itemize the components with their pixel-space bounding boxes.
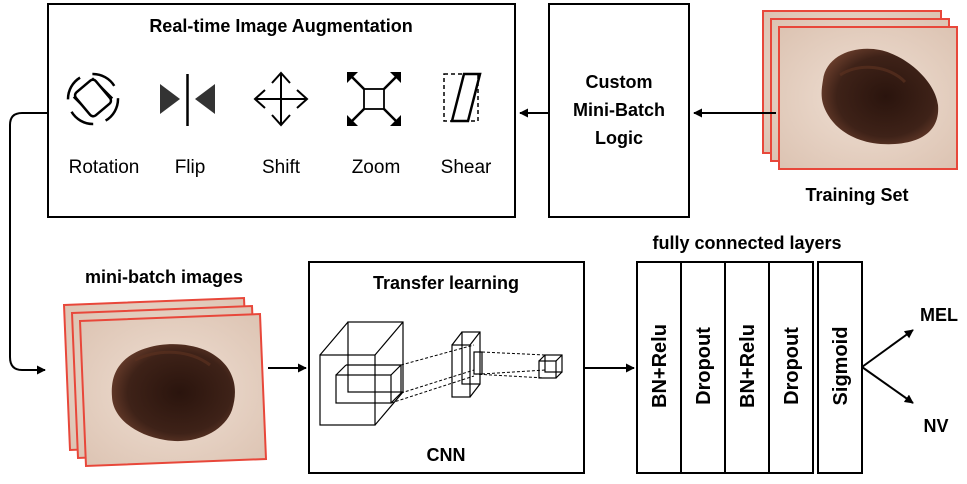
fc-layer-1	[636, 261, 682, 474]
aug-label-flip: Flip	[175, 157, 206, 178]
flip-icon	[160, 74, 215, 126]
minibatch-logic-line-1: Custom	[586, 72, 653, 92]
arrow-to-nv	[861, 366, 914, 404]
output-nv: NV	[923, 416, 948, 436]
cnn-illustration	[319, 321, 563, 426]
arrow-to-mel	[861, 329, 914, 368]
shift-icon	[253, 71, 309, 127]
sigmoid-label: Sigmoid	[830, 327, 852, 406]
minibatch-logic-box: Custom Mini-Batch Logic	[548, 3, 690, 218]
arrow-augmentation-to-minibatch	[9, 112, 48, 375]
augmentation-title: Real-time Image Augmentation	[149, 16, 412, 36]
minibatch-logic-line-3: Logic	[595, 128, 643, 148]
aug-label-rotation: Rotation	[69, 157, 140, 178]
aug-label-shear: Shear	[441, 157, 492, 178]
augmentation-panel: Real-time Image Augmentation Rotation Fl…	[47, 3, 516, 218]
minibatch-logic-line-2: Mini-Batch	[573, 100, 665, 120]
fc-title: fully connected layers	[652, 233, 841, 253]
shear-icon	[443, 72, 482, 123]
fc-layer-4	[768, 261, 814, 474]
aug-label-zoom: Zoom	[352, 157, 401, 178]
zoom-icon	[347, 72, 401, 126]
cnn-caption: CNN	[427, 445, 466, 465]
minibatch-images-label: mini-batch images	[85, 267, 243, 287]
sigmoid-box: Sigmoid	[817, 261, 863, 474]
transfer-learning-box: Transfer learning	[308, 261, 585, 474]
training-set-label: Training Set	[805, 185, 908, 205]
training-lesion-image	[821, 48, 939, 145]
output-mel: MEL	[920, 305, 958, 325]
rotation-icon	[66, 72, 120, 126]
fc-layer-4-label: Dropout	[781, 327, 803, 405]
aug-label-shift: Shift	[262, 157, 301, 178]
fc-layer-2-label: Dropout	[693, 327, 715, 405]
minibatch-images-stack: mini-batch images	[62, 267, 268, 468]
training-set-stack: Training Set	[762, 10, 958, 205]
fc-layer-3	[724, 261, 770, 474]
fc-layer-3-label: BN+Relu	[737, 324, 759, 408]
fully-connected-block: fully connected layers BN+Relu Dropout B…	[636, 233, 842, 474]
fc-layer-1-label: BN+Relu	[649, 324, 671, 408]
transfer-learning-title: Transfer learning	[373, 273, 519, 293]
minibatch-lesion-image	[111, 344, 235, 442]
